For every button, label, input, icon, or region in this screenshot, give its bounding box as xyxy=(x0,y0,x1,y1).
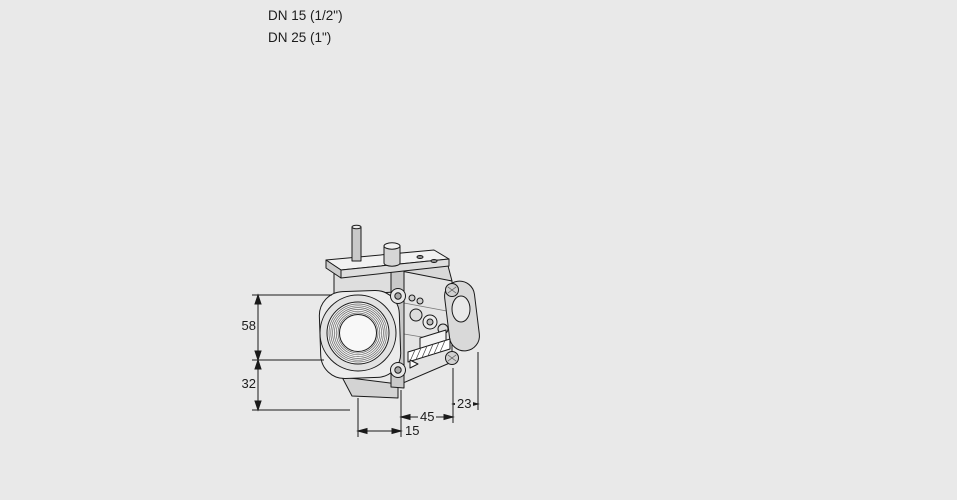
valve-pin xyxy=(351,224,362,262)
valve-illustration xyxy=(318,224,480,399)
flange-bolts xyxy=(390,288,406,378)
size-label-dn15: DN 15 (1/2") xyxy=(268,8,343,23)
flow-direction-marker-icon xyxy=(409,359,419,369)
dimension-label-23: 23 xyxy=(455,396,474,411)
valve-side-details xyxy=(407,294,451,369)
right-bolts xyxy=(445,283,459,365)
dimension-label-15: 15 xyxy=(403,423,422,438)
dimension-label-58: 58 xyxy=(241,318,256,333)
dimension-label-45: 45 xyxy=(418,409,437,424)
valve-foot xyxy=(341,376,399,399)
dimension-label-32: 32 xyxy=(241,376,256,391)
valve-threaded-port xyxy=(318,289,402,380)
valve-boss xyxy=(383,242,401,267)
valve-end-cap xyxy=(444,280,480,352)
size-label-dn25: DN 25 (1") xyxy=(268,30,332,45)
